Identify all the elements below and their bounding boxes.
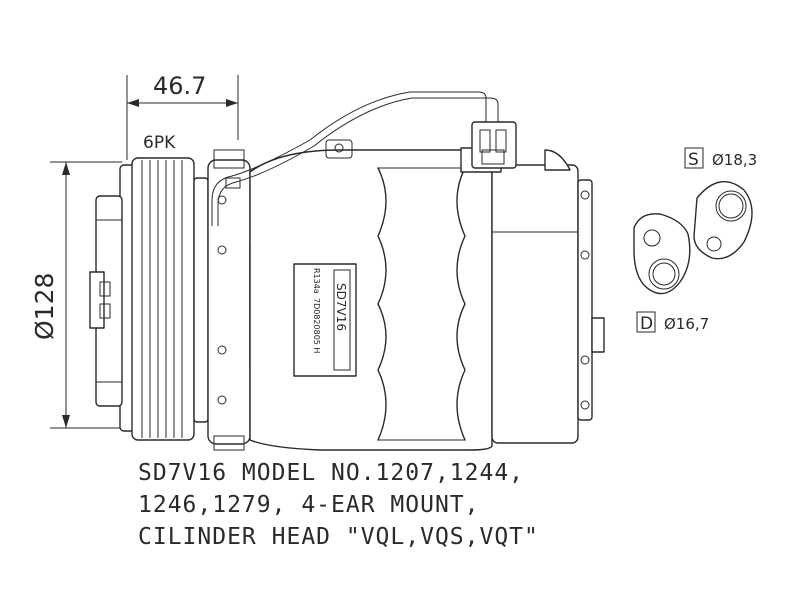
- discharge-port-label: D Ø16,7: [636, 311, 709, 334]
- suction-port-letter: S: [688, 150, 699, 170]
- caption-line-1: SD7V16 MODEL NO.1207,1244,: [138, 460, 525, 486]
- caption-line-2: 1246,1279, 4-EAR MOUNT,: [138, 492, 480, 518]
- suction-port-label: S Ø18,3: [684, 147, 757, 170]
- electrical-connector: [211, 91, 517, 226]
- diameter-dimension: Ø128: [30, 161, 122, 429]
- discharge-port-letter: D: [640, 314, 653, 334]
- caption-line-3: CILINDER HEAD "VQL,VQS,VQT": [138, 524, 539, 550]
- compressor-body: [249, 139, 493, 451]
- plate-model-text: SD7V16: [334, 283, 348, 331]
- pulley-clutch: [89, 157, 209, 441]
- pulley-type-label: 6PK: [143, 133, 176, 153]
- plate-line1-text: R134a: [312, 268, 321, 294]
- plate-line2-text: 7D0820805 H: [312, 298, 321, 353]
- name-plate: SD7V16 R134a 7D0820805 H: [293, 263, 357, 377]
- width-dimension: 46.7: [126, 72, 239, 160]
- suction-port-fitting: [693, 181, 753, 260]
- diameter-dimension-label: Ø128: [30, 273, 59, 340]
- discharge-port-fitting: [633, 213, 691, 295]
- suction-port-size: Ø18,3: [712, 151, 757, 169]
- width-dimension-label: 46.7: [153, 72, 206, 100]
- discharge-port-size: Ø16,7: [664, 315, 709, 333]
